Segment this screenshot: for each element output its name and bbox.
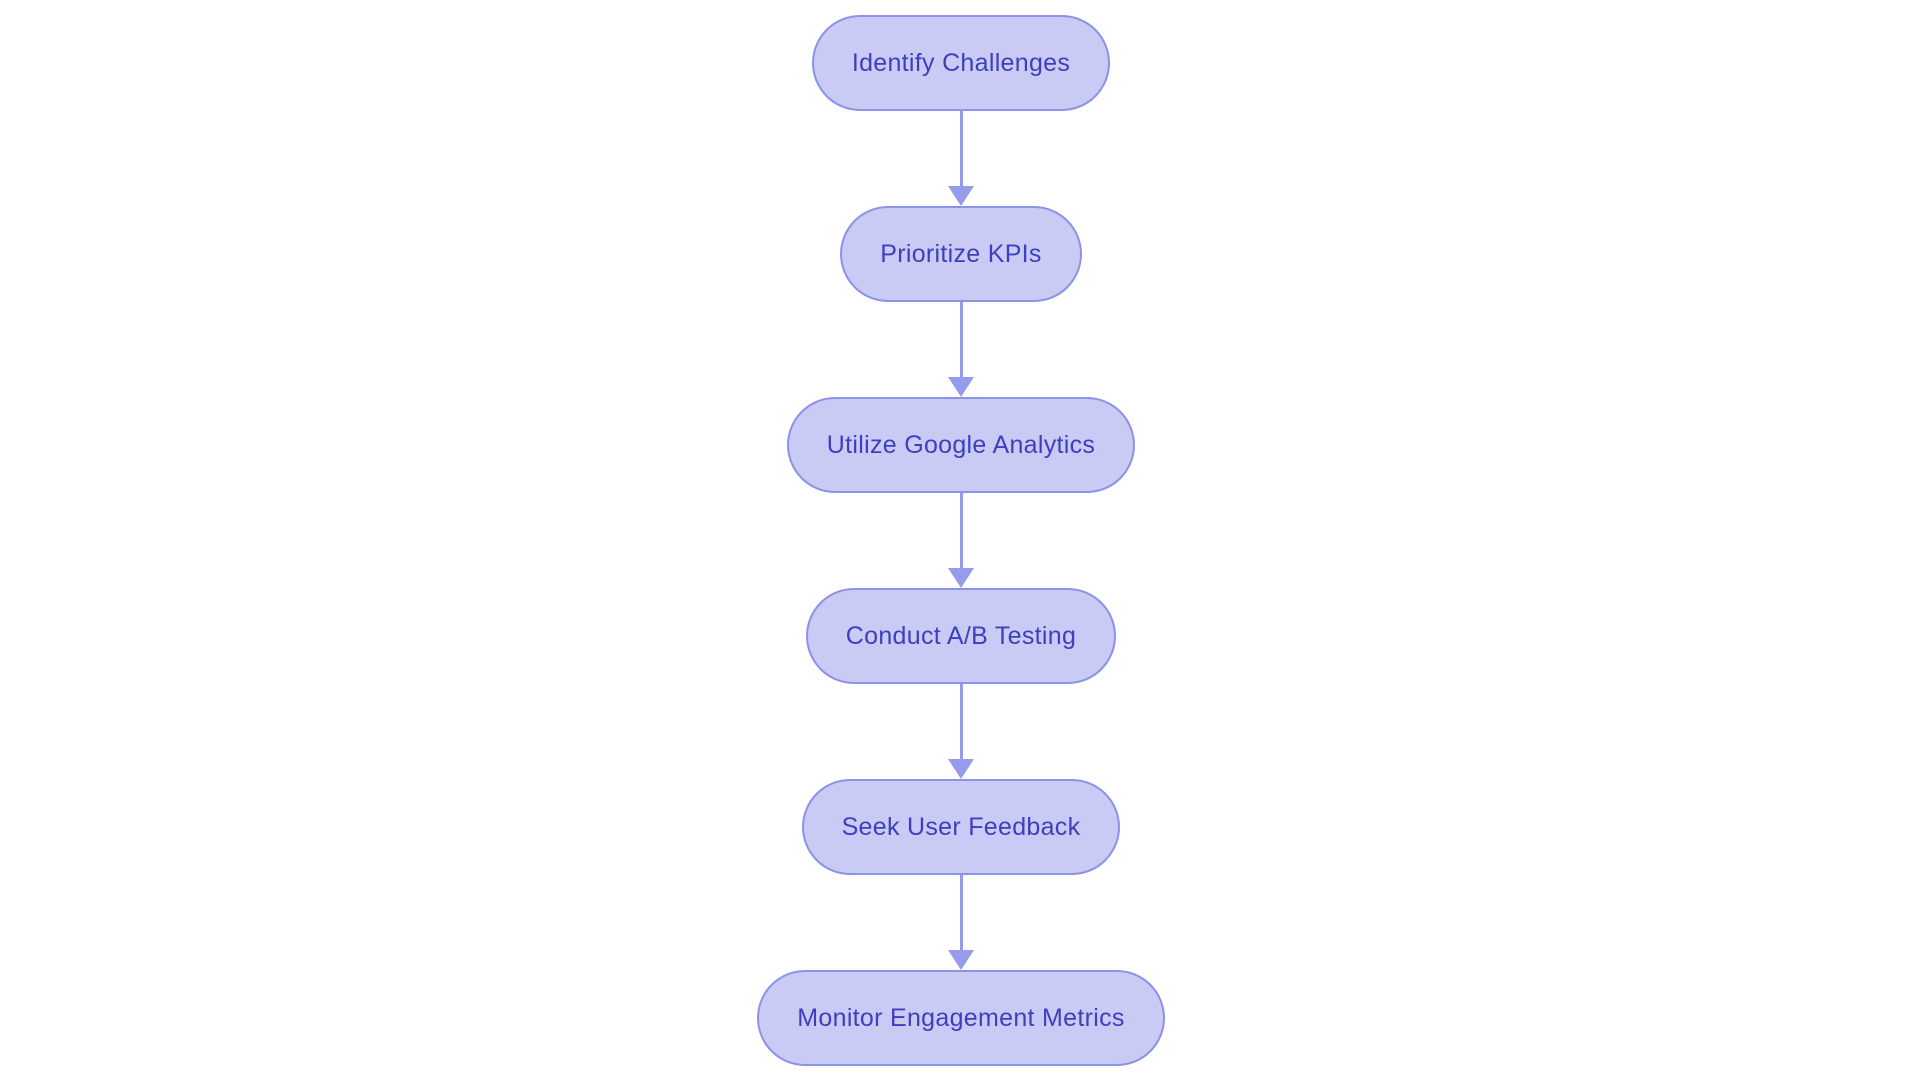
flow-node-seek-user-feedback: Seek User Feedback <box>801 779 1121 875</box>
node-label: Prioritize KPIs <box>880 239 1042 268</box>
flow-arrow <box>948 493 974 588</box>
flow-node-identify-challenges: Identify Challenges <box>811 15 1111 111</box>
node-label: Seek User Feedback <box>841 812 1081 841</box>
arrow-line <box>959 111 963 186</box>
flow-node-conduct-ab-testing: Conduct A/B Testing <box>805 588 1117 684</box>
node-label: Utilize Google Analytics <box>826 430 1096 459</box>
node-label: Conduct A/B Testing <box>845 621 1077 650</box>
arrow-head-icon <box>948 377 974 397</box>
arrow-line <box>959 493 963 568</box>
flow-arrow <box>948 111 974 206</box>
flow-arrow <box>948 684 974 779</box>
arrow-head-icon <box>948 186 974 206</box>
arrow-line <box>959 875 963 950</box>
flow-arrow <box>948 302 974 397</box>
flow-node-prioritize-kpis: Prioritize KPIs <box>840 206 1082 302</box>
arrow-head-icon <box>948 950 974 970</box>
arrow-head-icon <box>948 759 974 779</box>
node-label: Monitor Engagement Metrics <box>797 1003 1125 1032</box>
arrow-line <box>959 684 963 759</box>
flow-node-utilize-google-analytics: Utilize Google Analytics <box>786 397 1136 493</box>
flow-arrow <box>948 875 974 970</box>
arrow-line <box>959 302 963 377</box>
node-label: Identify Challenges <box>851 48 1071 77</box>
arrow-head-icon <box>948 568 974 588</box>
flow-node-monitor-engagement-metrics: Monitor Engagement Metrics <box>757 970 1165 1066</box>
